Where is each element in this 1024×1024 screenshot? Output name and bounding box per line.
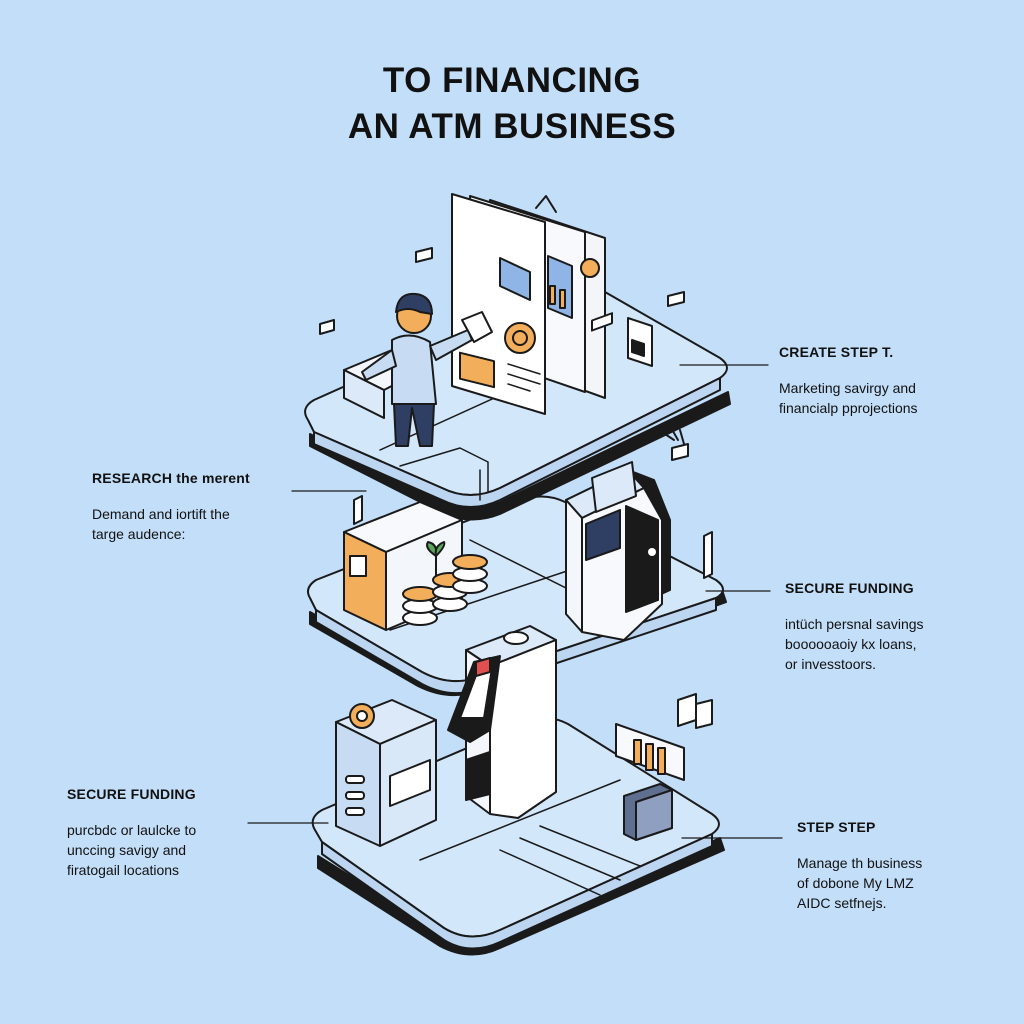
callout-line: firatogail locations [67,862,180,878]
cash-terminal [335,699,437,847]
flag-icon [319,319,335,335]
callout-line: unccing savigy and [67,842,187,858]
flag-icon [671,443,689,461]
callout-heading: CREATE STEP T. [779,344,894,360]
callout-line: AIDC setfnejs. [797,895,887,911]
callout-secure-funding-right: SECURE FUNDING intüch persnal savings bo… [785,580,924,674]
callout-line: purcbdc or laulcke to [67,822,197,838]
callout-heading: STEP STEP [797,819,876,835]
tiny-figure [703,531,713,579]
callout-heading: RESEARCH the merent [92,470,250,486]
callout-heading: SECURE FUNDING [67,786,196,802]
bar-chart-board [615,723,685,781]
callout-body: intüch persnal savings boooooaoiy kx loa… [785,614,924,674]
callout-body: Marketing savirgy and financialp pprojec… [779,378,918,418]
atm-kiosk [565,312,671,641]
callout-create-step: CREATE STEP T. Marketing savirgy and fin… [779,344,918,418]
callout-body: purcbdc or laulcke to unccing savigy and… [67,820,196,880]
callout-line: or invesstoors. [785,656,877,672]
flag-icon [415,247,433,263]
worker-figure [343,292,493,447]
callout-line: intüch persnal savings [785,616,924,632]
callout-line: of dobone My LMZ [797,875,914,891]
callout-body: Demand and iortift the targe audence: [92,504,250,544]
callout-step-step: STEP STEP Manage th business of dobone M… [797,819,922,913]
callout-heading: SECURE FUNDING [785,580,914,596]
title-line-2: AN ATM BUSINESS [347,107,677,146]
leader-lines [247,364,783,839]
building-blocks [623,693,713,841]
callout-line: Demand and iortift the [92,506,230,522]
callout-line: Manage th business [797,855,923,871]
callout-line: Marketing savirgy and [779,380,916,396]
flag-icon [667,291,685,307]
small-card-top [627,317,653,367]
sparkle-icon [661,425,685,445]
tiny-figure [353,495,363,525]
callout-research: RESEARCH the merent Demand and iortift t… [92,470,250,544]
callout-body: Manage th business of dobone My LMZ AIDC… [797,853,922,913]
callout-secure-funding-left: SECURE FUNDING purcbdc or laulcke to unc… [67,786,196,880]
callout-line: financialp pprojections [779,400,918,416]
document-board [451,193,606,415]
callout-line: targe audence: [92,526,186,542]
atm-tower [447,625,557,819]
page-title: TO FINANCING AN ATM BUSINESS [0,58,1024,150]
title-line-1: TO FINANCING [382,61,642,100]
plant-icon [426,541,446,577]
callout-line: boooooaoiy kx loans, [785,636,917,652]
coin-stack [402,554,488,626]
